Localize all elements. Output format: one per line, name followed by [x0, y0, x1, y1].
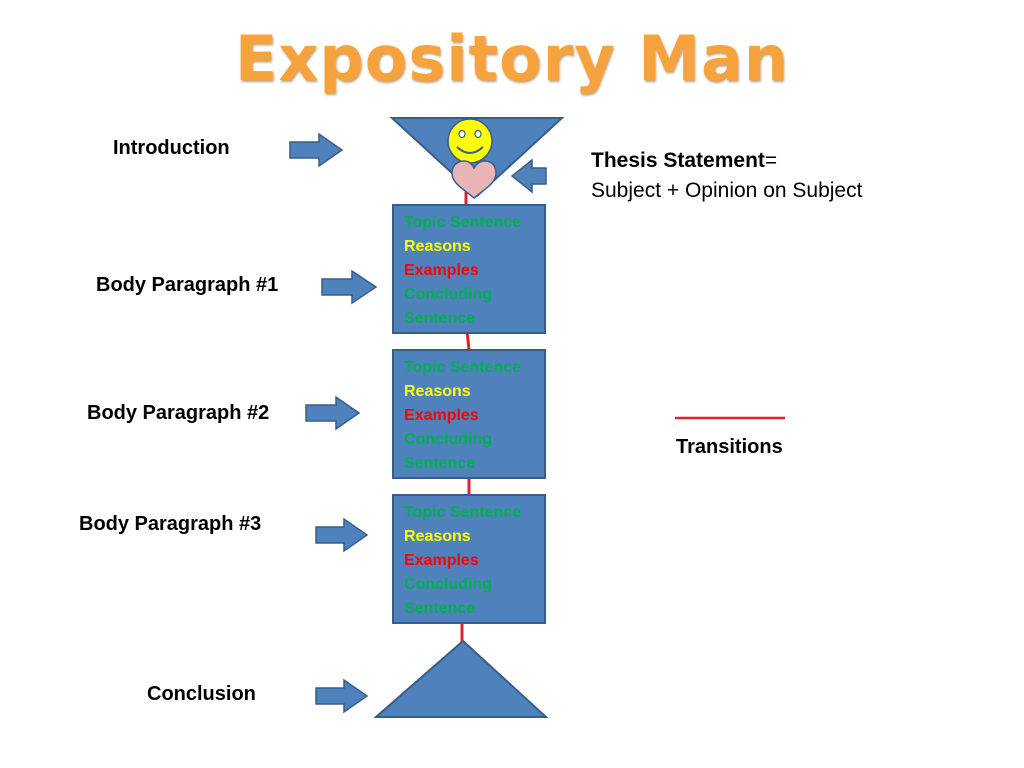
thesis-definition: Subject + Opinion on Subject	[591, 179, 863, 202]
transition-connector-1	[465, 330, 471, 351]
sentence-text: Sentence	[404, 600, 476, 617]
thesis-arrow-icon	[510, 158, 547, 194]
body2-arrow-icon	[305, 395, 361, 431]
concluding-text: Concluding	[404, 576, 492, 593]
examples-text: Examples	[404, 552, 479, 569]
body-paragraph-1-label: Body Paragraph #1	[96, 274, 279, 296]
body-paragraph-3-box: Topic Sentence Reasons Examples Concludi…	[392, 494, 546, 624]
smiley-face-icon	[447, 118, 493, 164]
topic-sentence-text: Topic Sentence	[404, 359, 522, 376]
body-paragraph-3-label: Body Paragraph #3	[79, 513, 262, 535]
examples-text: Examples	[404, 262, 479, 279]
conclusion-arrow-icon	[315, 678, 369, 714]
body-paragraph-2-box: Topic Sentence Reasons Examples Concludi…	[392, 349, 546, 479]
body-paragraph-1-box: Topic Sentence Reasons Examples Concludi…	[392, 204, 546, 334]
thesis-statement: Thesis Statement= Subject + Opinion on S…	[591, 146, 862, 206]
reasons-text: Reasons	[404, 528, 471, 545]
topic-sentence-text: Topic Sentence	[404, 504, 522, 521]
reasons-text: Reasons	[404, 238, 471, 255]
body-paragraph-2-label: Body Paragraph #2	[87, 402, 270, 424]
sentence-text: Sentence	[404, 455, 476, 472]
thesis-equals: =	[764, 149, 778, 172]
transitions-label: Transitions	[676, 436, 783, 458]
examples-text: Examples	[404, 407, 479, 424]
body3-arrow-icon	[315, 517, 369, 553]
page-title: Expository Man	[235, 22, 789, 95]
concluding-text: Concluding	[404, 431, 492, 448]
concluding-text: Concluding	[404, 286, 492, 303]
topic-sentence-text: Topic Sentence	[404, 214, 522, 231]
introduction-label: Introduction	[113, 137, 230, 159]
body1-arrow-icon	[321, 269, 378, 305]
sentence-text: Sentence	[404, 310, 476, 327]
conclusion-triangle	[373, 639, 549, 718]
conclusion-label: Conclusion	[147, 683, 256, 705]
heart-icon	[451, 160, 497, 199]
thesis-term: Thesis Statement	[591, 149, 765, 172]
intro-arrow-icon	[289, 132, 344, 168]
reasons-text: Reasons	[404, 383, 471, 400]
